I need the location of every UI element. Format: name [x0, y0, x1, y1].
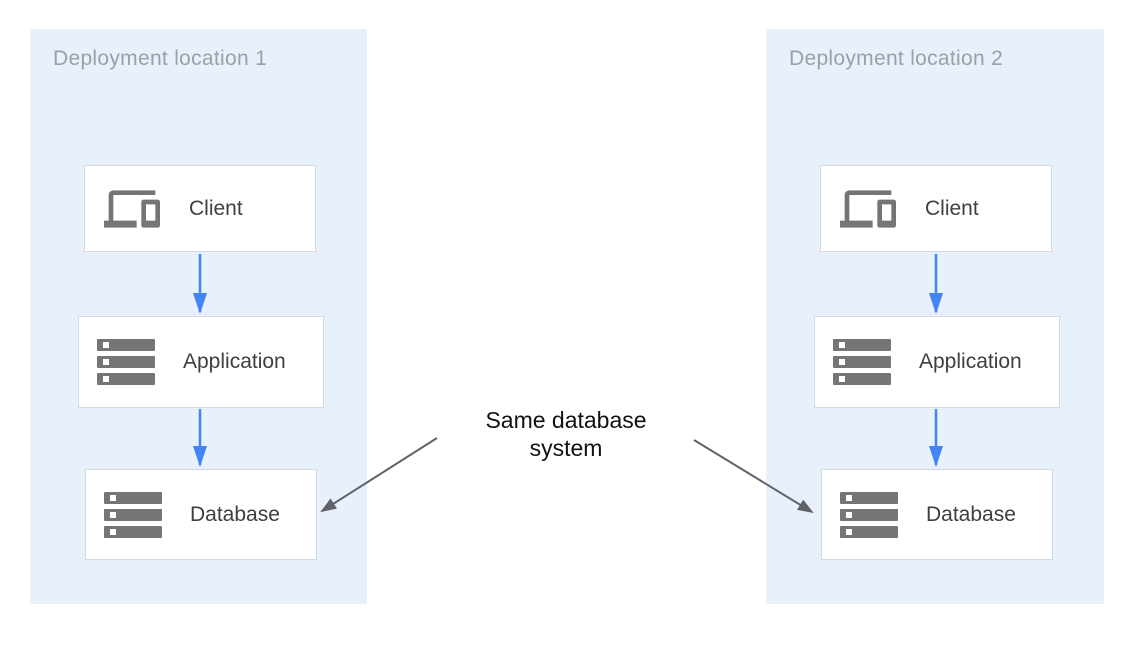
panel-title: Deployment location 1	[53, 47, 268, 70]
storage-icon	[103, 491, 163, 538]
annotation-same-database-system: Same database system	[453, 406, 679, 462]
application-node-1: Application	[78, 316, 324, 408]
storage-icon	[96, 339, 156, 385]
annotation-line-1: Same database	[485, 407, 647, 433]
application-node-2: Application	[814, 316, 1060, 408]
devices-icon	[838, 181, 898, 237]
panel-title: Deployment location 2	[789, 47, 1004, 70]
node-label: Client	[925, 196, 979, 220]
node-label: Database	[926, 502, 1016, 526]
database-node-1: Database	[85, 469, 317, 560]
database-node-2: Database	[821, 469, 1053, 560]
storage-icon	[839, 491, 899, 538]
node-label: Application	[183, 350, 286, 373]
devices-icon	[102, 181, 162, 237]
client-node-2: Client	[820, 165, 1052, 252]
deployment-location-panel-1: Deployment location 1 Client	[30, 29, 367, 604]
deployment-location-panel-2: Deployment location 2 Client	[766, 29, 1104, 604]
node-label: Client	[189, 196, 243, 220]
annotation-line-2: system	[529, 435, 603, 461]
storage-icon	[832, 339, 892, 385]
node-label: Database	[190, 502, 280, 526]
node-label: Application	[919, 350, 1022, 373]
client-node-1: Client	[84, 165, 316, 252]
